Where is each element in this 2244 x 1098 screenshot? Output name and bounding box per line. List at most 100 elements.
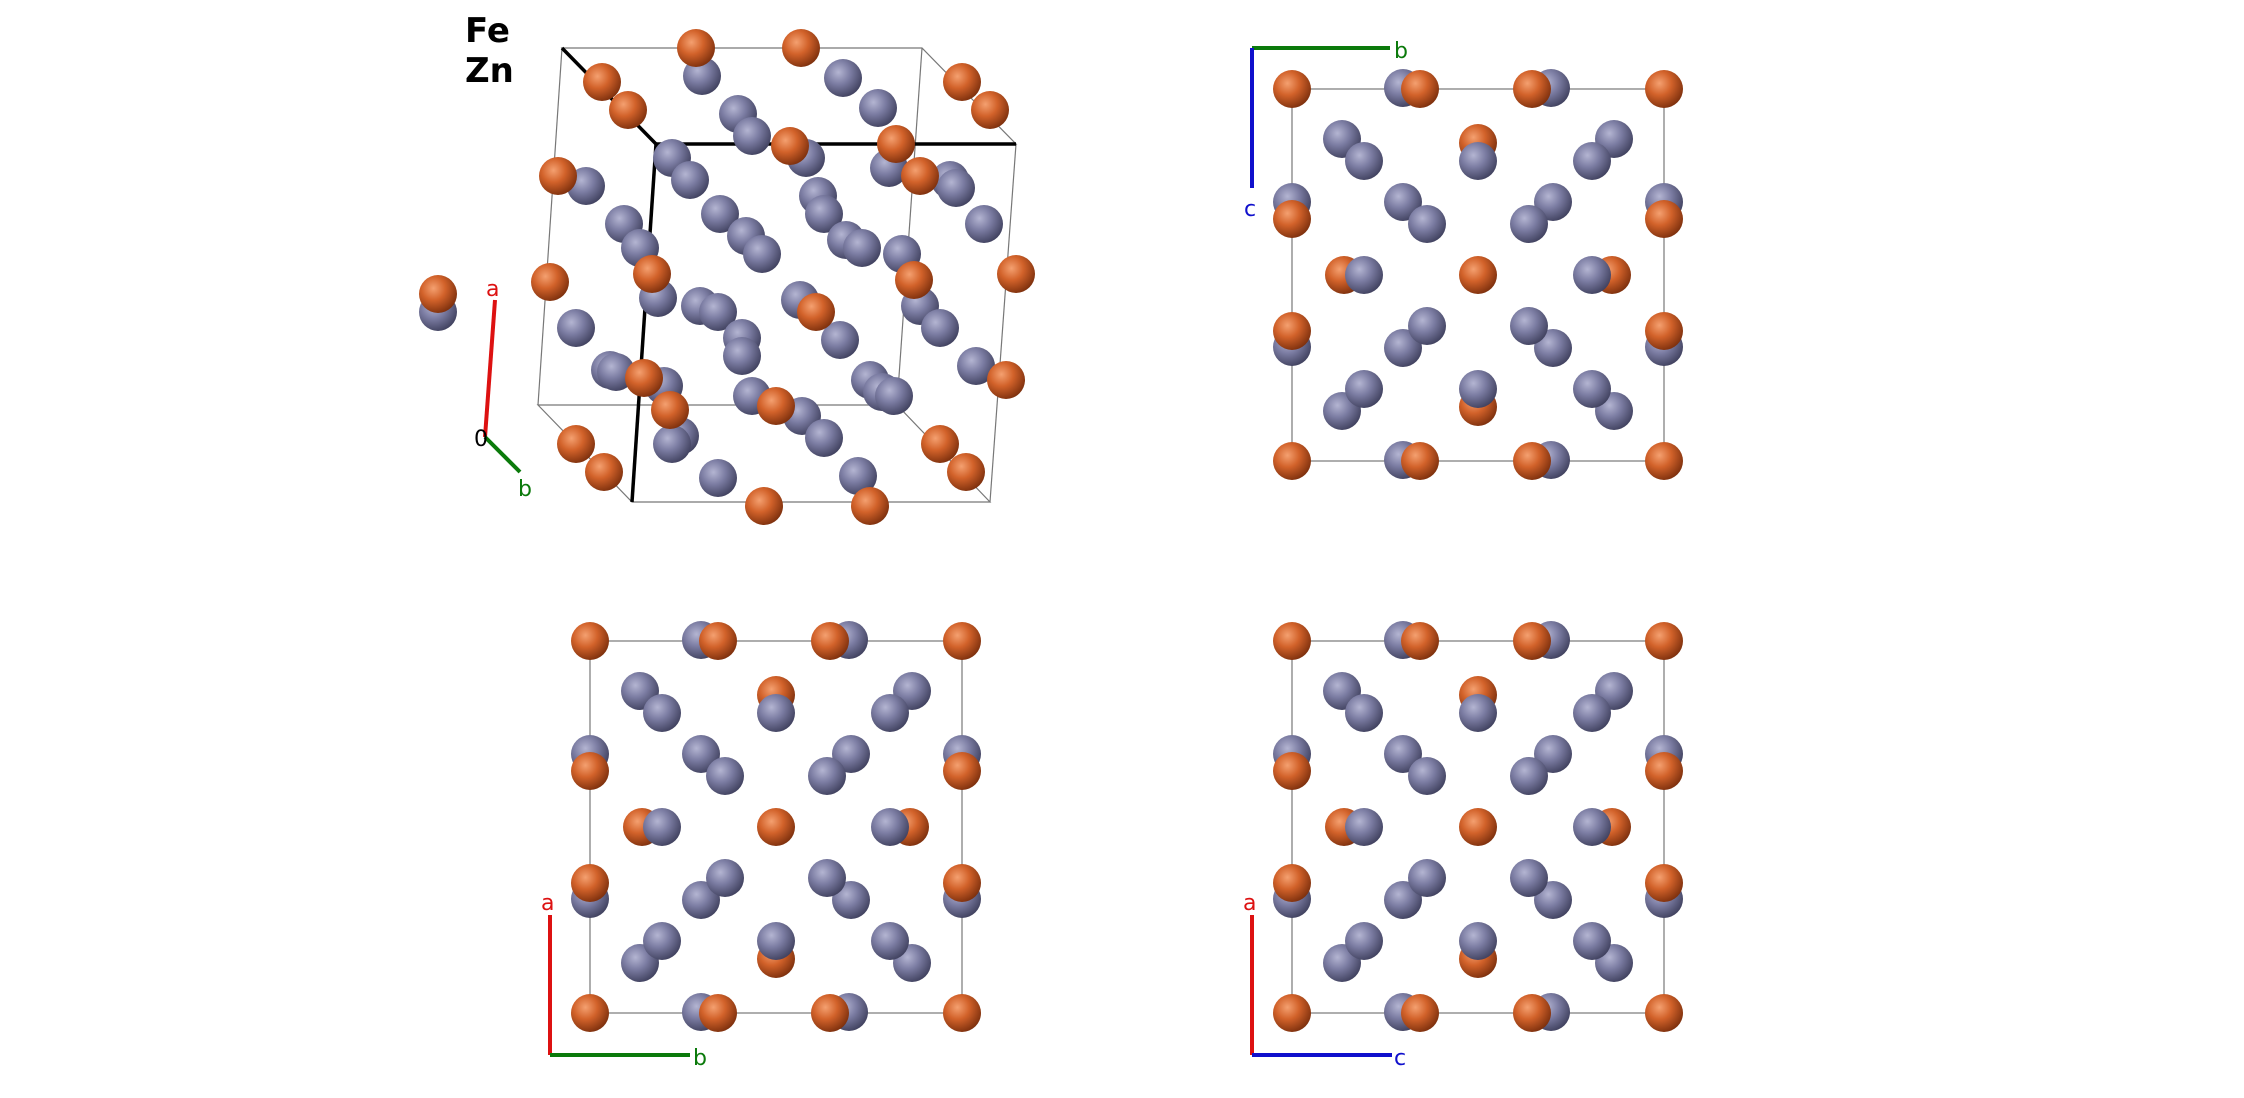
projection-panel-bc: b c xyxy=(1244,39,1683,480)
ab-fe-atom xyxy=(811,622,849,660)
ab-fe-atom xyxy=(571,622,609,660)
persp-fe-atom xyxy=(921,425,959,463)
perspective-view-panel: a b 0 xyxy=(419,29,1035,525)
ac-zn-atom xyxy=(1384,881,1422,919)
persp-fe-atom xyxy=(895,261,933,299)
ab-zn-atom xyxy=(871,922,909,960)
persp-zn-atom xyxy=(671,161,709,199)
bc-zn-atom xyxy=(1384,329,1422,367)
ab-fe-atom xyxy=(699,622,737,660)
persp-zn-atom xyxy=(805,419,843,457)
persp-zn-atom xyxy=(875,377,913,415)
persp-fe-atom xyxy=(943,63,981,101)
ab-zn-atom xyxy=(643,922,681,960)
persp-zn-atom xyxy=(699,459,737,497)
ab-zn-atom xyxy=(757,694,795,732)
persp-zn-atom xyxy=(699,293,737,331)
legend-fe: Fe xyxy=(465,11,510,51)
persp-zn-atom xyxy=(965,205,1003,243)
persp-fe-atom xyxy=(539,157,577,195)
persp-fe-atom xyxy=(947,453,985,491)
bc-zn-atom xyxy=(1534,183,1572,221)
ac-fe-atom xyxy=(1513,622,1551,660)
persp-zn-atom xyxy=(957,347,995,385)
axis-label-a-ab: a xyxy=(541,891,554,916)
bc-zn-atom xyxy=(1459,142,1497,180)
persp-zn-atom xyxy=(839,457,877,495)
ab-zn-atom xyxy=(871,808,909,846)
axis-triad-perspective: a b 0 xyxy=(474,277,532,502)
ab-fe-atom xyxy=(699,994,737,1032)
ac-zn-atom xyxy=(1408,757,1446,795)
persp-fe-atom xyxy=(585,453,623,491)
persp-zn-atom xyxy=(824,59,862,97)
bc-zn-atom xyxy=(1408,307,1446,345)
bc-fe-atom xyxy=(1645,442,1683,480)
ac-fe-atom xyxy=(1401,994,1439,1032)
ab-fe-atom xyxy=(757,808,795,846)
bc-fe-atom xyxy=(1513,442,1551,480)
ab-zn-atom xyxy=(706,757,744,795)
axis-label-a-ac: a xyxy=(1243,891,1256,916)
persp-zn-atom xyxy=(723,337,761,375)
ac-fe-atom xyxy=(1645,752,1683,790)
ac-zn-atom xyxy=(1459,922,1497,960)
persp-zn-atom xyxy=(557,309,595,347)
bc-fe-atom xyxy=(1645,70,1683,108)
persp-zn-atom xyxy=(805,195,843,233)
ab-fe-atom xyxy=(943,994,981,1032)
persp-fe-atom xyxy=(419,275,457,313)
ab-zn-atom xyxy=(832,735,870,773)
ac-fe-atom xyxy=(1645,994,1683,1032)
ac-fe-atom xyxy=(1273,864,1311,902)
persp-fe-atom xyxy=(757,387,795,425)
ac-fe-atom xyxy=(1401,622,1439,660)
ac-fe-atom xyxy=(1459,808,1497,846)
ac-fe-atom xyxy=(1513,994,1551,1032)
persp-fe-atom xyxy=(782,29,820,67)
axis-label-c-bc: c xyxy=(1244,197,1256,222)
persp-zn-atom xyxy=(743,235,781,273)
ac-fe-atom xyxy=(1645,622,1683,660)
persp-zn-atom xyxy=(859,89,897,127)
bc-zn-atom xyxy=(1573,256,1611,294)
bc-fe-atom xyxy=(1513,70,1551,108)
ac-zn-atom xyxy=(1345,808,1383,846)
atoms-bc xyxy=(1273,69,1683,480)
persp-fe-atom xyxy=(531,263,569,301)
ab-fe-atom xyxy=(943,752,981,790)
persp-fe-atom xyxy=(771,127,809,165)
axis-origin-label: 0 xyxy=(474,427,488,452)
bc-zn-atom xyxy=(1510,307,1548,345)
ac-zn-atom xyxy=(1384,735,1422,773)
bc-fe-atom xyxy=(1401,442,1439,480)
axis-label-a: a xyxy=(486,277,499,302)
persp-fe-atom xyxy=(971,91,1009,129)
bc-zn-atom xyxy=(1384,183,1422,221)
persp-zn-atom xyxy=(937,169,975,207)
unit-cell-bc xyxy=(1291,88,1665,462)
bc-fe-atom xyxy=(1401,70,1439,108)
ab-zn-atom xyxy=(832,881,870,919)
persp-fe-atom xyxy=(797,293,835,331)
bc-fe-atom xyxy=(1273,312,1311,350)
ab-fe-atom xyxy=(571,864,609,902)
ac-zn-atom xyxy=(1573,808,1611,846)
ab-zn-atom xyxy=(682,735,720,773)
bc-zn-atom xyxy=(1573,370,1611,408)
persp-fe-atom xyxy=(987,361,1025,399)
ac-zn-atom xyxy=(1345,922,1383,960)
persp-fe-atom xyxy=(583,63,621,101)
persp-zn-atom xyxy=(821,321,859,359)
atoms-perspective xyxy=(419,29,1035,525)
bc-fe-atom xyxy=(1459,256,1497,294)
ab-fe-atom xyxy=(571,752,609,790)
bc-zn-atom xyxy=(1510,205,1548,243)
ab-fe-atom xyxy=(811,994,849,1032)
persp-fe-atom xyxy=(901,157,939,195)
ab-zn-atom xyxy=(871,694,909,732)
legend-zn: Zn xyxy=(465,51,514,91)
projection-panel-ac: a c xyxy=(1243,621,1683,1071)
ab-zn-atom xyxy=(808,859,846,897)
